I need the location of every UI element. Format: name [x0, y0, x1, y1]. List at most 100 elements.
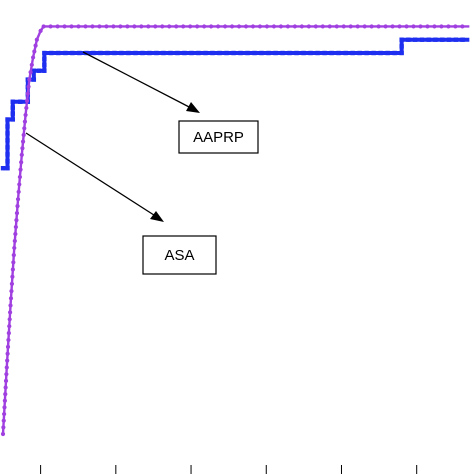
- point-aaprp-83: [440, 37, 445, 42]
- point-asa-96: [299, 24, 304, 29]
- point-aaprp-25: [49, 50, 54, 56]
- point-aaprp-38: [140, 50, 145, 56]
- point-aaprp-27: [63, 50, 68, 56]
- point-asa-92: [271, 24, 277, 29]
- point-aaprp-36: [126, 50, 131, 56]
- point-asa-101: [334, 24, 339, 29]
- point-asa-89: [250, 24, 256, 29]
- point-asa-35: [16, 189, 21, 194]
- point-asa-67: [97, 24, 102, 29]
- point-aaprp-31: [91, 50, 96, 56]
- point-aaprp-40: [154, 50, 159, 56]
- series-group: [0, 24, 470, 437]
- point-asa-24: [10, 267, 15, 272]
- point-asa-62: [62, 24, 67, 29]
- point-aaprp-81: [426, 37, 431, 42]
- point-asa-37: [17, 174, 23, 180]
- point-asa-22: [9, 281, 15, 287]
- point-asa-17: [7, 317, 12, 322]
- point-asa-26: [11, 253, 16, 258]
- point-aaprp-48: [210, 50, 215, 56]
- point-aaprp-33: [105, 50, 110, 56]
- point-asa-63: [69, 24, 74, 29]
- point-aaprp-85: [453, 37, 459, 42]
- point-asa-90: [257, 24, 263, 29]
- annotation-asa-arrowhead: [150, 211, 164, 222]
- point-asa-107: [376, 24, 381, 29]
- point-asa-98: [313, 24, 318, 29]
- point-asa-93: [278, 24, 284, 29]
- point-asa-14: [6, 337, 11, 343]
- point-asa-100: [327, 24, 332, 29]
- point-aaprp-86: [460, 37, 465, 42]
- point-asa-106: [369, 24, 374, 29]
- point-asa-118: [453, 24, 458, 29]
- point-asa-87: [236, 24, 242, 29]
- point-asa-5: [2, 398, 7, 403]
- point-aaprp-57: [273, 50, 278, 56]
- point-aaprp-44: [182, 50, 187, 56]
- point-asa-72: [132, 24, 137, 29]
- point-asa-3: [2, 411, 7, 417]
- point-asa-73: [139, 24, 144, 29]
- point-aaprp-9: [10, 117, 15, 122]
- point-aaprp-20: [36, 68, 42, 73]
- point-asa-54: [30, 55, 36, 60]
- point-asa-95: [292, 24, 297, 29]
- point-aaprp-68: [350, 50, 355, 56]
- point-asa-10: [4, 365, 9, 370]
- point-asa-25: [11, 260, 16, 265]
- point-aaprp-47: [203, 50, 208, 56]
- point-asa-109: [390, 24, 395, 29]
- point-aaprp-49: [217, 50, 222, 56]
- point-asa-41: [20, 146, 25, 151]
- point-aaprp-29: [77, 50, 82, 56]
- point-asa-104: [355, 24, 360, 29]
- point-asa-31: [14, 217, 19, 223]
- point-aaprp-54: [252, 50, 257, 56]
- point-asa-28: [12, 238, 17, 244]
- point-asa-27: [12, 245, 17, 251]
- point-asa-102: [341, 24, 346, 29]
- point-asa-7: [3, 385, 8, 390]
- point-aaprp-8: [5, 117, 10, 122]
- point-asa-18: [8, 310, 13, 315]
- point-aaprp-60: [294, 50, 299, 56]
- point-asa-76: [160, 24, 165, 29]
- point-aaprp-45: [189, 50, 194, 56]
- point-aaprp-34: [112, 50, 117, 56]
- point-aaprp-10: [10, 111, 15, 116]
- point-aaprp-6: [5, 131, 10, 136]
- point-asa-99: [320, 24, 325, 29]
- point-aaprp-39: [147, 50, 152, 56]
- point-asa-75: [153, 24, 158, 29]
- point-aaprp-13: [18, 99, 23, 104]
- point-aaprp-19: [31, 68, 37, 73]
- point-asa-45: [22, 119, 28, 124]
- point-aaprp-72: [378, 50, 383, 56]
- point-aaprp-23: [42, 56, 47, 62]
- point-asa-58: [38, 28, 43, 33]
- point-asa-56: [33, 43, 38, 48]
- point-asa-59: [41, 24, 46, 29]
- point-aaprp-21: [42, 68, 47, 73]
- point-aaprp-73: [385, 50, 390, 56]
- point-aaprp-58: [280, 50, 285, 56]
- point-asa-43: [21, 132, 26, 138]
- point-aaprp-63: [315, 50, 320, 56]
- point-asa-78: [174, 24, 179, 29]
- point-asa-91: [264, 24, 270, 29]
- point-aaprp-1: [5, 165, 10, 171]
- point-asa-16: [7, 324, 12, 329]
- point-asa-21: [9, 289, 14, 294]
- point-asa-103: [348, 24, 353, 29]
- point-asa-15: [6, 330, 11, 336]
- point-asa-94: [285, 24, 290, 29]
- point-asa-110: [397, 24, 402, 29]
- point-aaprp-28: [70, 50, 75, 56]
- point-asa-64: [76, 24, 81, 29]
- point-aaprp-55: [259, 50, 264, 56]
- point-asa-114: [425, 24, 430, 29]
- x-axis: [40, 465, 418, 474]
- point-aaprp-56: [266, 50, 271, 56]
